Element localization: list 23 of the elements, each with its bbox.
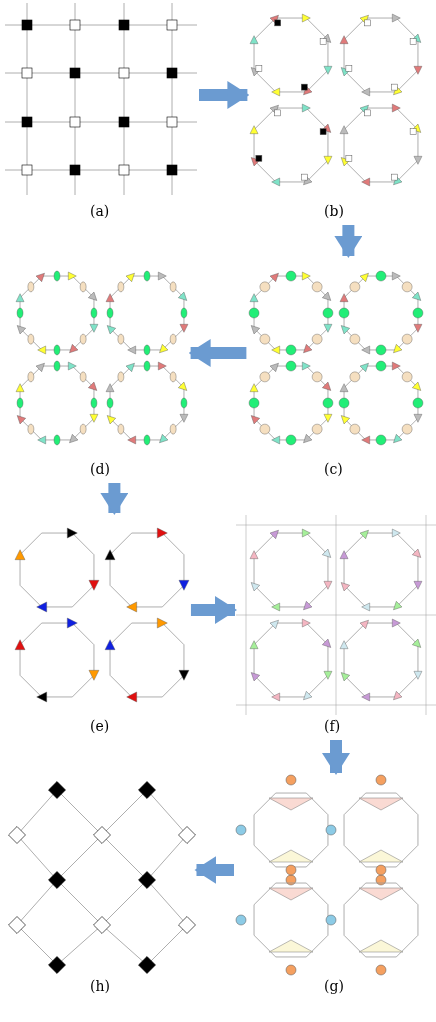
arrow xyxy=(100,483,129,515)
tensor-network-drawing xyxy=(14,527,190,703)
arrow xyxy=(194,856,234,884)
arrow xyxy=(190,596,237,624)
panel-caption: (a) xyxy=(90,203,110,219)
panel-caption: (e) xyxy=(90,718,110,734)
arrow xyxy=(322,740,350,775)
panel-caption: (g) xyxy=(324,978,344,994)
arrow xyxy=(188,339,247,367)
tensor-network-drawing xyxy=(4,2,198,196)
panel-caption: (c) xyxy=(324,461,343,477)
arrow xyxy=(199,81,250,109)
tensor-network-drawing xyxy=(15,270,189,446)
panel-caption: (h) xyxy=(90,978,110,994)
panel-caption: (f) xyxy=(324,718,341,734)
panel-caption: (b) xyxy=(324,203,344,219)
tensor-network-drawing xyxy=(249,13,423,187)
tensor-network-drawing xyxy=(248,270,424,446)
panel-caption: (d) xyxy=(90,461,110,477)
tensor-network-drawing xyxy=(8,781,196,974)
arrow xyxy=(334,225,363,258)
tensor-network-drawing xyxy=(235,774,419,976)
tensor-network-drawing xyxy=(235,514,436,716)
